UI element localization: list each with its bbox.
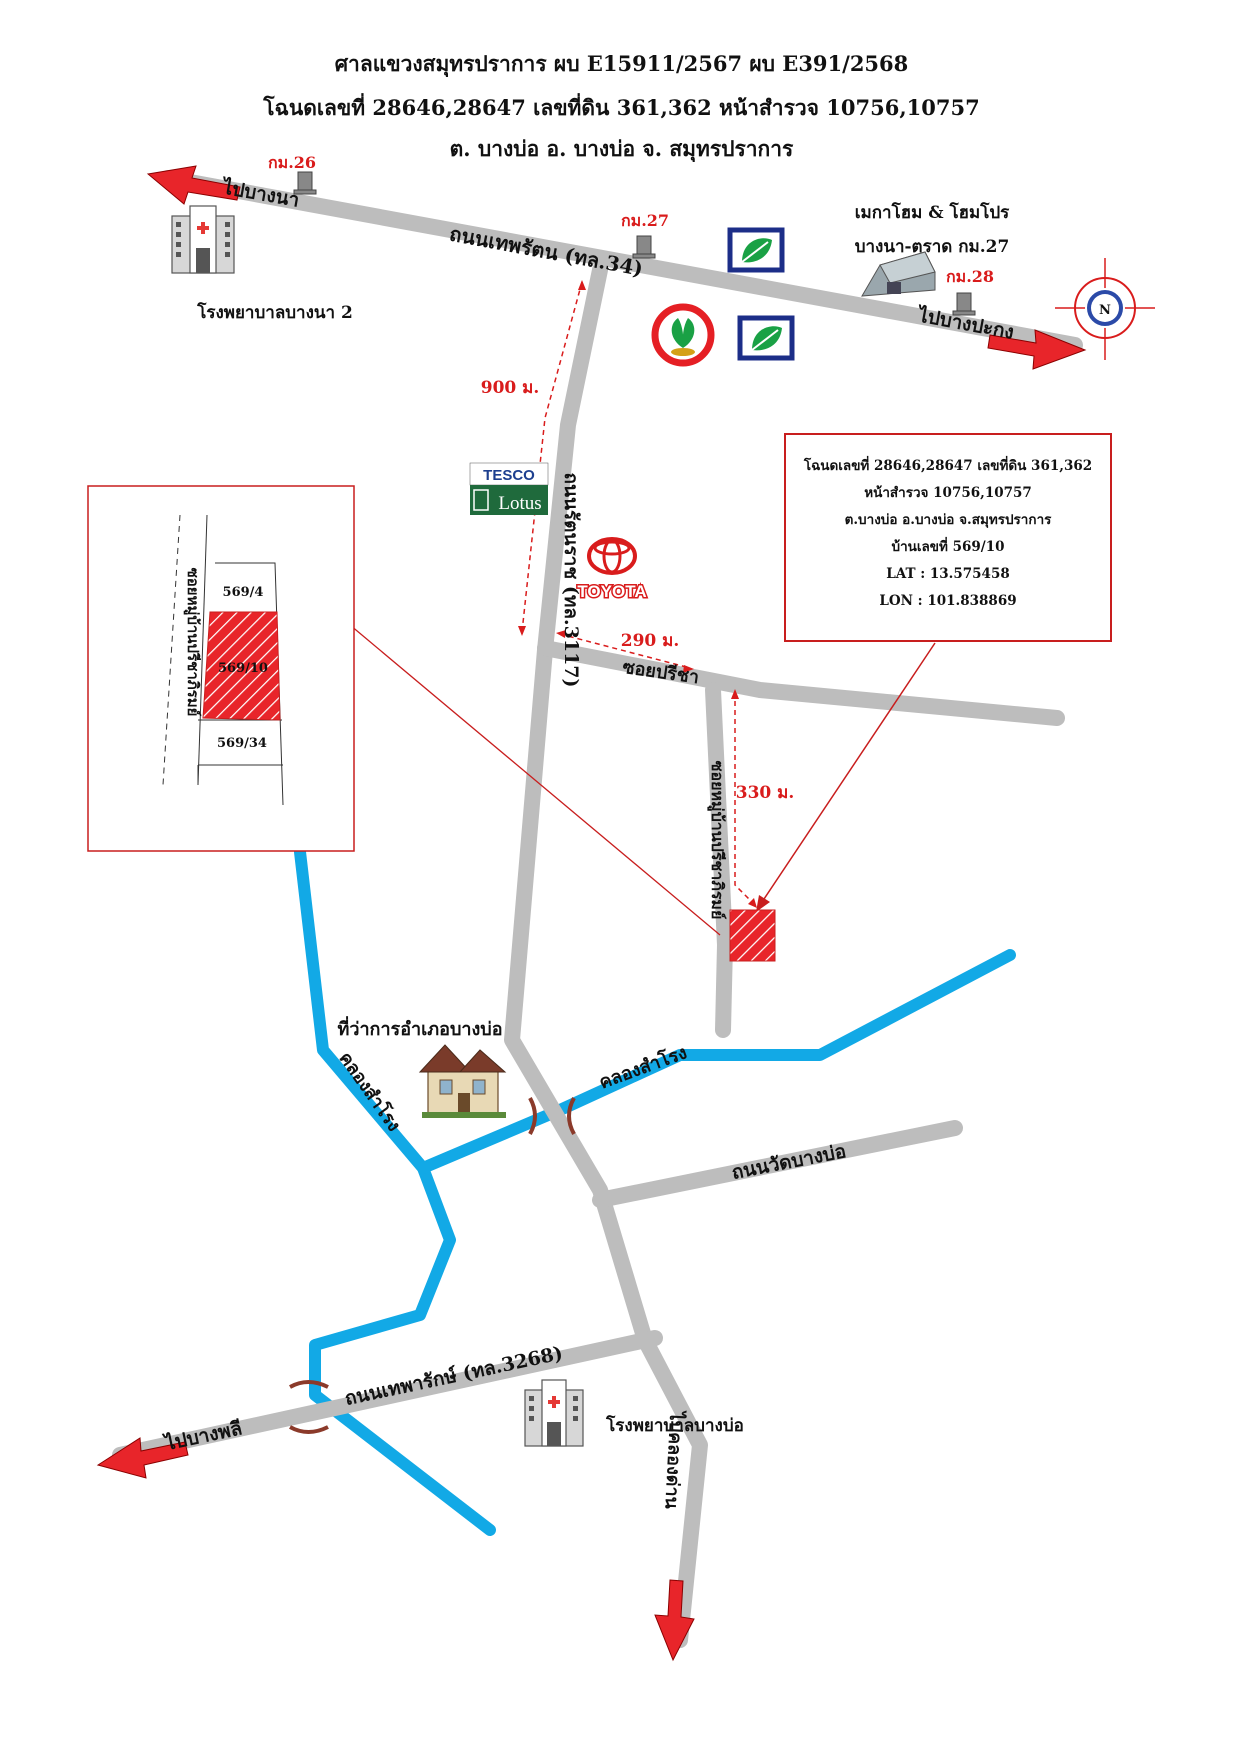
inset-plot-diagram: 569/4 569/10 569/34 ซอยหมู่บ้านปรีชาภิรม…	[87, 485, 355, 852]
label-bangbo-hospital: โรงพยาบาลบางบ่อ	[605, 1415, 744, 1436]
info-lat: LAT : 13.575458	[886, 566, 1010, 582]
km-27-label: กม.27	[621, 211, 669, 230]
svg-text:TOYOTA: TOYOTA	[577, 582, 646, 601]
tesco-lotus-logo: TESCO Lotus	[469, 462, 549, 515]
inset-road-label: ซอยหมู่บ้านปรีชาภิรมย์	[183, 568, 202, 717]
kbank-logo-icon	[651, 303, 715, 367]
inset-plot-569-10: 569/10	[218, 661, 268, 676]
info-location: ต.บางบ่อ อ.บางบ่อ จ.สมุทรปราการ	[844, 512, 1052, 528]
hospital-icon	[524, 1379, 584, 1447]
road-soi-village	[705, 682, 733, 1038]
inset-leader-line	[349, 624, 721, 936]
km-28-label: กม.28	[946, 267, 994, 286]
label-to-bangphli: ไปบางพลี	[161, 1416, 244, 1455]
label-road-wat-bang-bo: ถนนวัดบางบ่อ	[730, 1140, 848, 1184]
bank-logo-icon	[737, 315, 795, 361]
warehouse-icon	[861, 251, 936, 297]
header-line-2: โฉนดเลขที่ 28646,28647 เลขที่ดิน 361,362…	[263, 95, 980, 120]
label-bangna2-hospital: โรงพยาบาลบางนา 2	[196, 302, 353, 323]
info-deed: โฉนดเลขที่ 28646,28647 เลขที่ดิน 361,362	[803, 458, 1093, 474]
info-lon: LON : 101.838869	[879, 593, 1017, 609]
road-soi-preeya	[537, 640, 1065, 726]
label-canal-1: คลองสำโรง	[335, 1048, 406, 1136]
distance-290: 290 ม.	[621, 631, 680, 651]
arrow-to-khlong-dan-icon	[654, 1579, 695, 1662]
distance-900: 900 ม.	[481, 378, 540, 398]
road-theparak	[112, 1330, 663, 1463]
label-road-rattanarat: ถนนรัตนราช (ทล.3117)	[560, 472, 582, 687]
label-district-office: ที่ว่าการอำเภอบางบ่อ	[337, 1016, 502, 1040]
label-road-thepharat: ถนนเทพรัตน (ทล.34)	[448, 221, 645, 280]
toyota-logo: TOYOTA	[576, 537, 648, 603]
distance-330: 330 ม.	[736, 783, 795, 803]
canal-khlong-samrong	[294, 846, 1016, 1536]
inset-plot-569-34: 569/34	[217, 736, 267, 751]
label-megahome-1: เมกาโฮม & โฮมโปร	[855, 202, 1010, 223]
bridge-icon	[528, 1097, 576, 1135]
road-thepharat	[160, 170, 1083, 353]
info-house-no: บ้านเลขที่ 569/10	[891, 539, 1005, 555]
road-wat-bang-bo	[592, 1120, 963, 1208]
arrow-to-bangphli-icon	[96, 1437, 189, 1479]
svg-text:Lotus: Lotus	[498, 493, 541, 514]
info-leader-line	[759, 642, 936, 906]
district-office-icon	[418, 1044, 507, 1118]
label-to-bangna: ไปบางนา	[219, 175, 301, 211]
km-26-label: กม.26	[268, 153, 316, 172]
header-line-3: ต. บางบ่อ อ. บางบ่อ จ. สมุทรปราการ	[449, 136, 794, 161]
road-network	[112, 170, 1083, 1648]
svg-text:TESCO: TESCO	[483, 467, 535, 484]
property-info-box: โฉนดเลขที่ 28646,28647 เลขที่ดิน 361,362…	[784, 433, 1112, 642]
label-to-khlong-dan: ไปคลองด่าน	[660, 1409, 687, 1510]
header-line-1: ศาลแขวงสมุทรปราการ ผบ E15911/2567 ผบ E39…	[334, 51, 909, 76]
compass-north-label: N	[1099, 303, 1111, 318]
arrow-to-bangpakong-icon	[987, 329, 1087, 370]
label-soi-preeya: ซอยปรีชา	[621, 657, 700, 689]
compass-icon: N	[1055, 258, 1155, 360]
bridge-icon	[289, 1380, 329, 1434]
direction-arrows	[96, 165, 1087, 1662]
inset-subject-plot	[202, 611, 281, 721]
bank-logo-icon	[727, 227, 785, 273]
label-megahome-2: บางนา-ตราด กม.27	[855, 237, 1010, 257]
info-survey: หน้าสำรวจ 10756,10757	[864, 485, 1032, 501]
label-soi-village: ซอยหมู่บ้านปรีชาภิรมย์	[706, 761, 727, 920]
distance-markers	[521, 281, 756, 906]
label-canal-2: คลองสำโรง	[596, 1041, 690, 1093]
km-marker-icon	[293, 171, 976, 316]
inset-plot-569-4: 569/4	[223, 585, 264, 600]
road-rattanarat	[504, 262, 708, 1648]
arrow-to-bangna-icon	[146, 165, 241, 205]
subject-plot-marker	[729, 909, 776, 962]
hospital-icon	[171, 205, 235, 274]
